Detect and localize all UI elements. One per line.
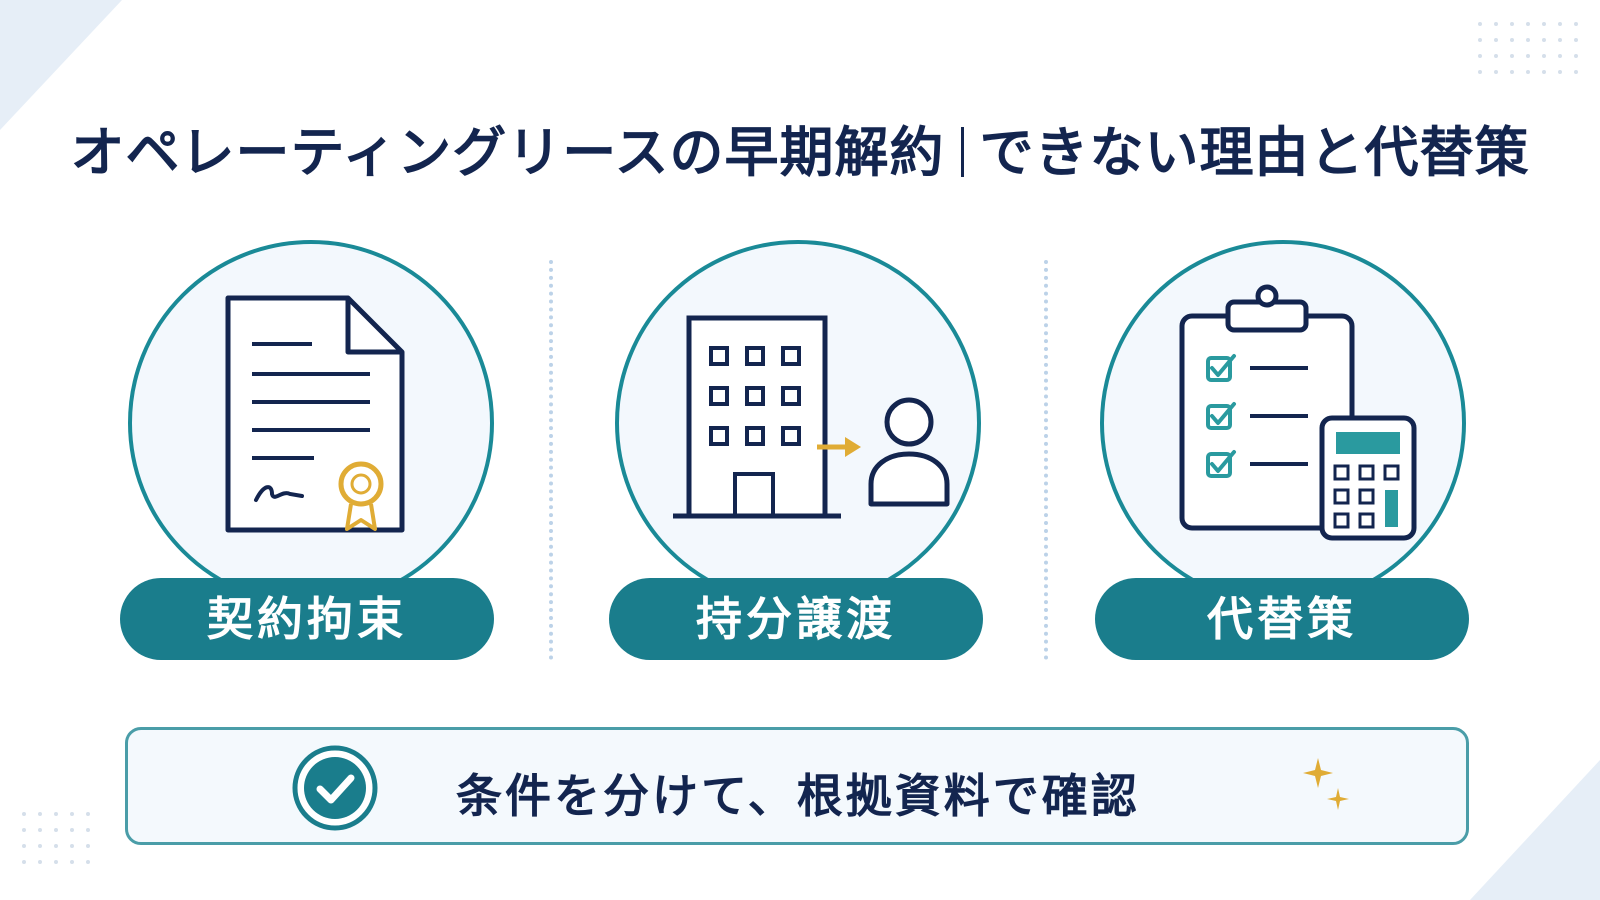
title-separator xyxy=(960,127,964,177)
decor-dot xyxy=(1574,38,1578,42)
decor-dot xyxy=(1558,54,1562,58)
decor-dot xyxy=(22,828,26,832)
decor-dot xyxy=(38,844,42,848)
sparkle-icon xyxy=(1303,758,1349,810)
corner-decoration-top-left xyxy=(0,0,122,130)
decor-dot xyxy=(1494,70,1498,74)
decor-dot xyxy=(22,860,26,864)
decor-dot xyxy=(1542,70,1546,74)
decor-dot xyxy=(1558,70,1562,74)
card-label-alternatives: 代替策 xyxy=(1095,578,1469,660)
decor-dot xyxy=(86,828,90,832)
decor-dot xyxy=(1526,70,1530,74)
decor-dot xyxy=(1510,54,1514,58)
decor-dot xyxy=(1494,54,1498,58)
card-label-contract: 契約拘束 xyxy=(120,578,494,660)
decor-dot xyxy=(1526,54,1530,58)
decor-dot xyxy=(1542,54,1546,58)
decor-dot xyxy=(1542,38,1546,42)
decor-dot xyxy=(1478,54,1482,58)
building-transfer-icon xyxy=(673,315,950,519)
decor-dot xyxy=(86,812,90,816)
card-transfer-circle xyxy=(615,240,981,606)
decor-dot xyxy=(54,828,58,832)
decor-dot xyxy=(1494,22,1498,26)
divider-right xyxy=(1044,260,1048,660)
decor-dot xyxy=(1526,22,1530,26)
divider-left xyxy=(549,260,553,660)
card-contract-circle xyxy=(128,240,494,606)
decor-dot xyxy=(1494,38,1498,42)
dot-pattern-top-right xyxy=(1478,22,1578,74)
decor-dot xyxy=(1574,54,1578,58)
decor-dot xyxy=(1542,22,1546,26)
note-text: 条件を分けて、根拠資料で確認 xyxy=(456,769,1140,823)
decor-dot xyxy=(1558,22,1562,26)
decor-dot xyxy=(38,860,42,864)
decor-dot xyxy=(1478,22,1482,26)
corner-decoration-bottom-right xyxy=(1470,760,1600,900)
decor-dot xyxy=(1510,70,1514,74)
card-label-transfer: 持分譲渡 xyxy=(609,578,983,660)
title-main: オペレーティングリースの早期解約 xyxy=(70,121,945,184)
card-alternatives-circle xyxy=(1100,240,1466,606)
decor-dot xyxy=(1574,22,1578,26)
decor-dot xyxy=(1478,38,1482,42)
decor-dot xyxy=(70,844,74,848)
decor-dot xyxy=(38,828,42,832)
decor-dot xyxy=(86,844,90,848)
decor-dot xyxy=(22,812,26,816)
decor-dot xyxy=(1510,22,1514,26)
page-title: オペレーティングリースの早期解約できない理由と代替策 xyxy=(0,108,1600,187)
decor-dot xyxy=(54,860,58,864)
contract-document-icon xyxy=(225,295,405,533)
decor-dot xyxy=(70,860,74,864)
decor-dot xyxy=(1478,70,1482,74)
note-banner: 条件を分けて、根拠資料で確認 xyxy=(125,727,1469,845)
decor-dot xyxy=(38,812,42,816)
decor-dot xyxy=(1558,38,1562,42)
check-circle-icon xyxy=(292,745,378,831)
checklist-calculator-icon xyxy=(1179,284,1417,541)
decor-dot xyxy=(54,812,58,816)
decor-dot xyxy=(22,844,26,848)
decor-dot xyxy=(1526,38,1530,42)
decor-dot xyxy=(54,844,58,848)
decor-dot xyxy=(86,860,90,864)
decor-dot xyxy=(1510,38,1514,42)
decor-dot xyxy=(70,828,74,832)
dot-pattern-bottom-left xyxy=(22,812,90,864)
decor-dot xyxy=(70,812,74,816)
title-sub: できない理由と代替策 xyxy=(979,121,1530,184)
decor-dot xyxy=(1574,70,1578,74)
